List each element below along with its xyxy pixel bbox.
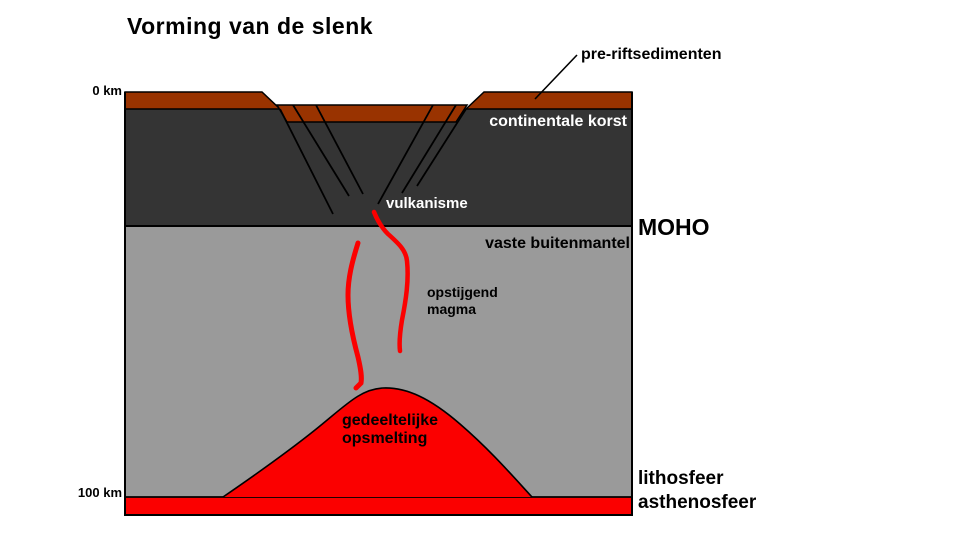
lithosphere-label: lithosfeer: [638, 468, 724, 489]
fault-line-left-1: [279, 108, 334, 215]
rising-magma-label: opstijgend magma: [427, 284, 498, 317]
volcanism-label: vulkanisme: [386, 195, 468, 212]
fault-line-left-3: [315, 104, 364, 195]
depth-100km-label: 100 km: [77, 485, 122, 500]
moho-label: MOHO: [638, 214, 710, 240]
fault-line-left-2: [292, 104, 350, 197]
pre-rift-leader-line: [534, 54, 578, 100]
partial-melting-dome-outline: [222, 387, 533, 498]
sediment-graben-floor: [275, 104, 469, 123]
magma-conduit-left: [345, 240, 364, 391]
fault-line-right-3: [416, 108, 467, 187]
diagram-title: Vorming van de slenk: [127, 13, 374, 39]
continental-crust-layer: [125, 109, 632, 225]
sediment-block-left: [124, 91, 282, 110]
continental-crust-label: continentale korst: [489, 113, 627, 130]
asthenosphere-label: asthenosfeer: [638, 492, 757, 513]
pre-rift-sediments-label: pre-riftsedimenten: [581, 46, 722, 63]
magma-conduit-right: [371, 209, 410, 354]
partial-melting-dome: [223, 387, 532, 497]
asthenosphere-layer: [125, 497, 632, 515]
partial-melting-label: gedeeltelijke opsmelting: [342, 412, 439, 447]
section-border: [124, 92, 633, 516]
fault-line-right-2: [401, 104, 457, 194]
fault-line-right-1: [377, 104, 434, 205]
sediment-block-right: [464, 91, 633, 110]
depth-0km-label: 0 km: [92, 83, 122, 98]
solid-outer-mantle-label: vaste buitenmantel: [485, 235, 630, 252]
